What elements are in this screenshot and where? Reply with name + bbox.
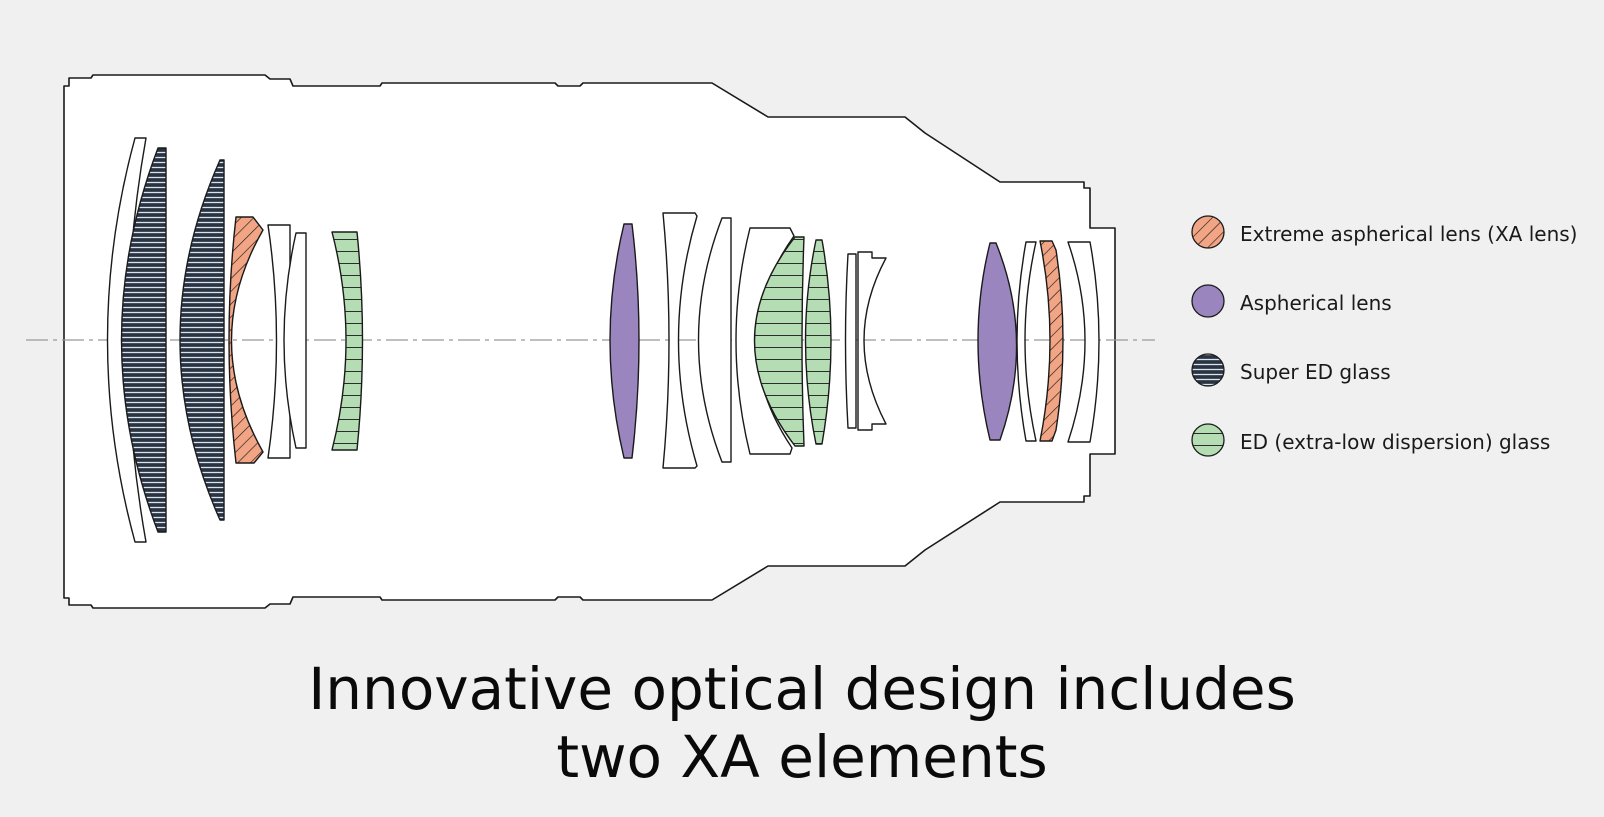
legend-item-xa: Extreme aspherical lens (XA lens) (1190, 214, 1600, 250)
caption-line-2: two XA elements (556, 723, 1048, 791)
lens-element-2-super-ed (120, 147, 167, 533)
lens-element-13-ed (804, 239, 832, 445)
lens-element-7-ed (331, 231, 364, 451)
caption-line-1: Innovative optical design includes (308, 655, 1296, 723)
legend-item-super-ed: Super ED glass (1190, 352, 1600, 388)
lens-element-19-plain (1067, 241, 1100, 443)
lens-element-15-plain (857, 251, 887, 431)
lens-element-4-xa (228, 216, 264, 464)
lens-element-9-plain (662, 212, 698, 469)
lens-element-6-plain (283, 232, 307, 449)
lens-element-12-ed (753, 236, 805, 447)
legend-label-aspherical: Aspherical lens (1240, 291, 1392, 315)
super-ed-glass-swatch-icon (1191, 353, 1225, 387)
caption-title: Innovative optical design includes two X… (0, 655, 1604, 791)
lens-element-18-xa (1039, 240, 1064, 442)
lens-element-8-aspherical (609, 223, 640, 459)
lens-element-10-plain (697, 217, 732, 463)
lens-element-16-aspherical (977, 242, 1018, 441)
lens-element-17-plain (1016, 241, 1037, 442)
legend-label-ed: ED (extra-low dispersion) glass (1240, 430, 1551, 454)
lens-element-3-super-ed (179, 159, 225, 521)
lens-barrel-outline (63, 74, 1116, 609)
ed-glass-swatch-icon (1191, 423, 1225, 457)
legend-item-ed: ED (extra-low dispersion) glass (1190, 422, 1600, 458)
legend-label-xa: Extreme aspherical lens (XA lens) (1240, 222, 1578, 246)
xa-lens-swatch-icon (1191, 215, 1225, 249)
aspherical-lens-swatch-icon (1191, 284, 1225, 318)
lens-element-14-plain (844, 253, 857, 429)
legend-item-aspherical: Aspherical lens (1190, 283, 1600, 319)
legend-label-super-ed: Super ED glass (1240, 360, 1391, 384)
lens-element-5-plain (267, 224, 291, 459)
